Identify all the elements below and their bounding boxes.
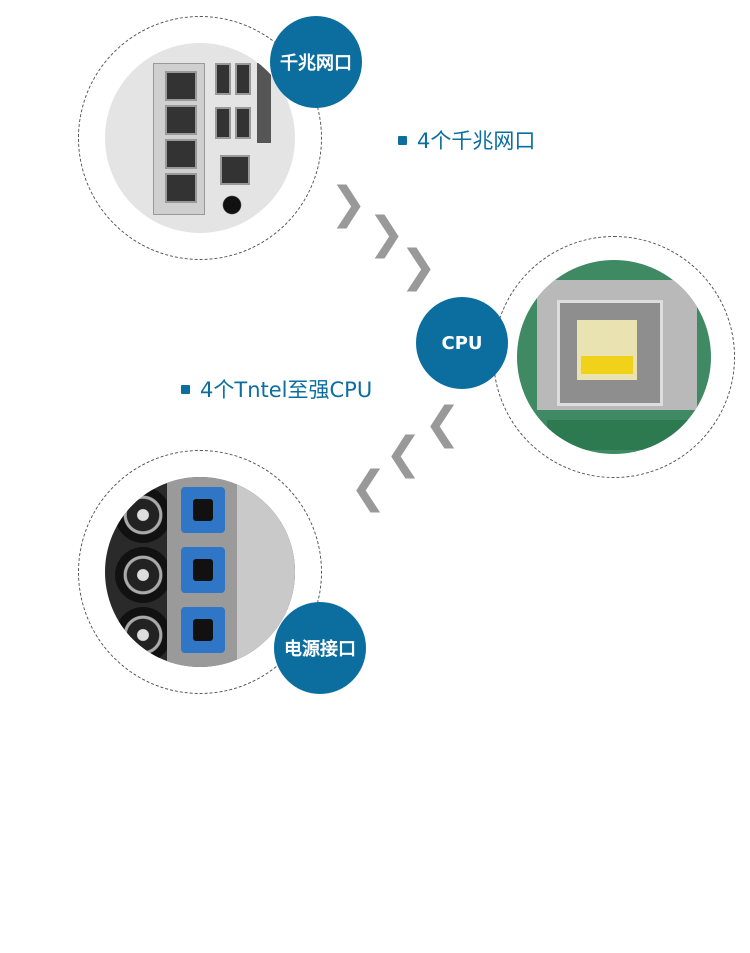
dashed-ring-ports [78,16,322,260]
chevron-left-icon: ❮ [350,462,387,513]
power-supply-photo [105,477,295,667]
chevron-right-icon: ❯ [330,178,367,229]
badge-power-port: 电源接口 [274,602,366,694]
badge-gigabit-ports: 千兆网口 [270,16,362,108]
badge-cpu: CPU [416,297,508,389]
feature-text: 4个Tntel至强CPU [200,378,373,402]
chevron-right-icon: ❯ [368,208,405,259]
dashed-ring-power [78,450,322,694]
cpu-socket-photo [517,260,711,454]
chevron-left-icon: ❮ [385,428,422,479]
feature-text: 4个千兆网口 [417,129,536,153]
feature-cpu: 4个Tntel至强CPU [181,374,372,404]
chevron-right-icon: ❯ [400,241,437,292]
feature-gigabit-ports: 4个千兆网口 [398,125,535,155]
ethernet-ports-photo [105,43,295,233]
bullet-icon [398,135,407,145]
chevron-left-icon: ❮ [424,398,461,449]
bullet-icon [181,384,190,394]
